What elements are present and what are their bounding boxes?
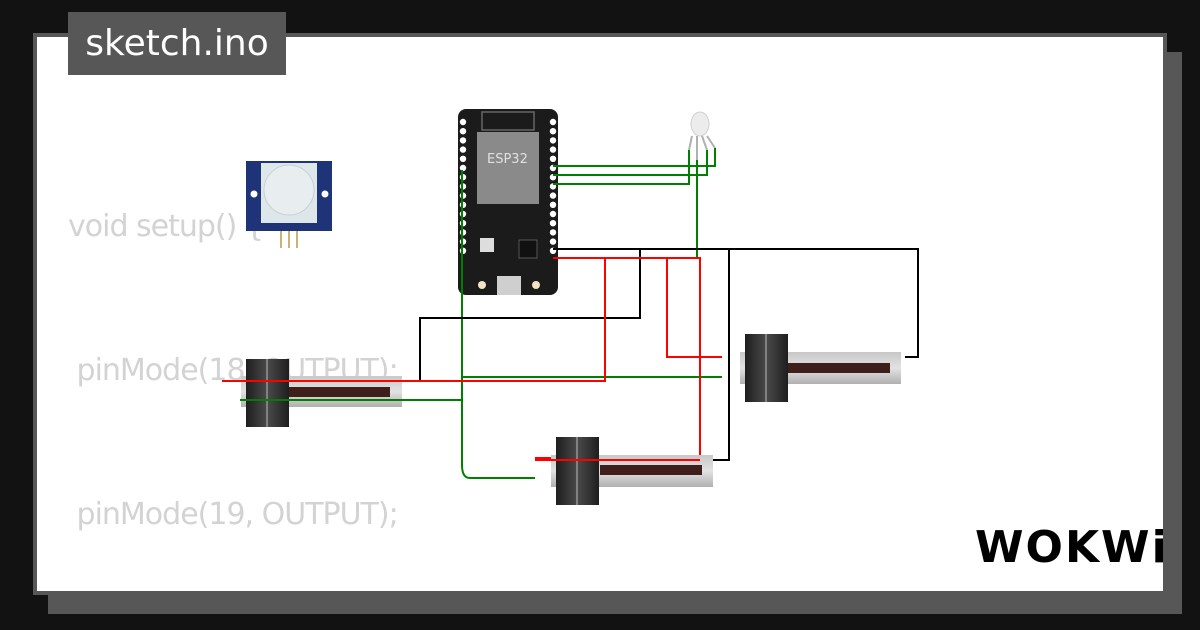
esp32-label: ESP32 — [487, 152, 528, 167]
header-pin — [549, 146, 557, 153]
rgb-led[interactable] — [688, 111, 716, 160]
file-tab[interactable]: sketch.ino — [68, 12, 286, 75]
header-pin — [459, 137, 467, 144]
pir-sensor[interactable] — [246, 161, 332, 248]
slide-potentiometer[interactable] — [241, 359, 402, 427]
header-pin — [459, 155, 467, 162]
header-pin — [459, 128, 467, 135]
header-pin — [549, 210, 557, 218]
slide-potentiometer[interactable] — [551, 437, 713, 505]
header-pin — [459, 146, 467, 153]
header-pin — [549, 192, 557, 199]
wokwi-logo[interactable]: WOKWi — [975, 522, 1169, 573]
header-pin — [549, 155, 557, 162]
header-pin — [549, 118, 557, 126]
slide-potentiometer[interactable] — [740, 334, 901, 402]
header-pin — [549, 201, 557, 208]
header-pin — [549, 229, 557, 236]
preview-card: void setup() { pinMode(18, OUTPUT); pinM… — [33, 33, 1167, 595]
header-pin — [549, 137, 557, 144]
header-pin — [549, 128, 557, 135]
header-pin — [549, 220, 557, 227]
header-pin — [459, 118, 467, 126]
header-pin — [459, 164, 467, 172]
header-pin — [549, 238, 557, 245]
code-line: pinMode(19, OUTPUT); — [68, 497, 399, 532]
esp32-board[interactable]: ESP32 — [458, 109, 558, 295]
